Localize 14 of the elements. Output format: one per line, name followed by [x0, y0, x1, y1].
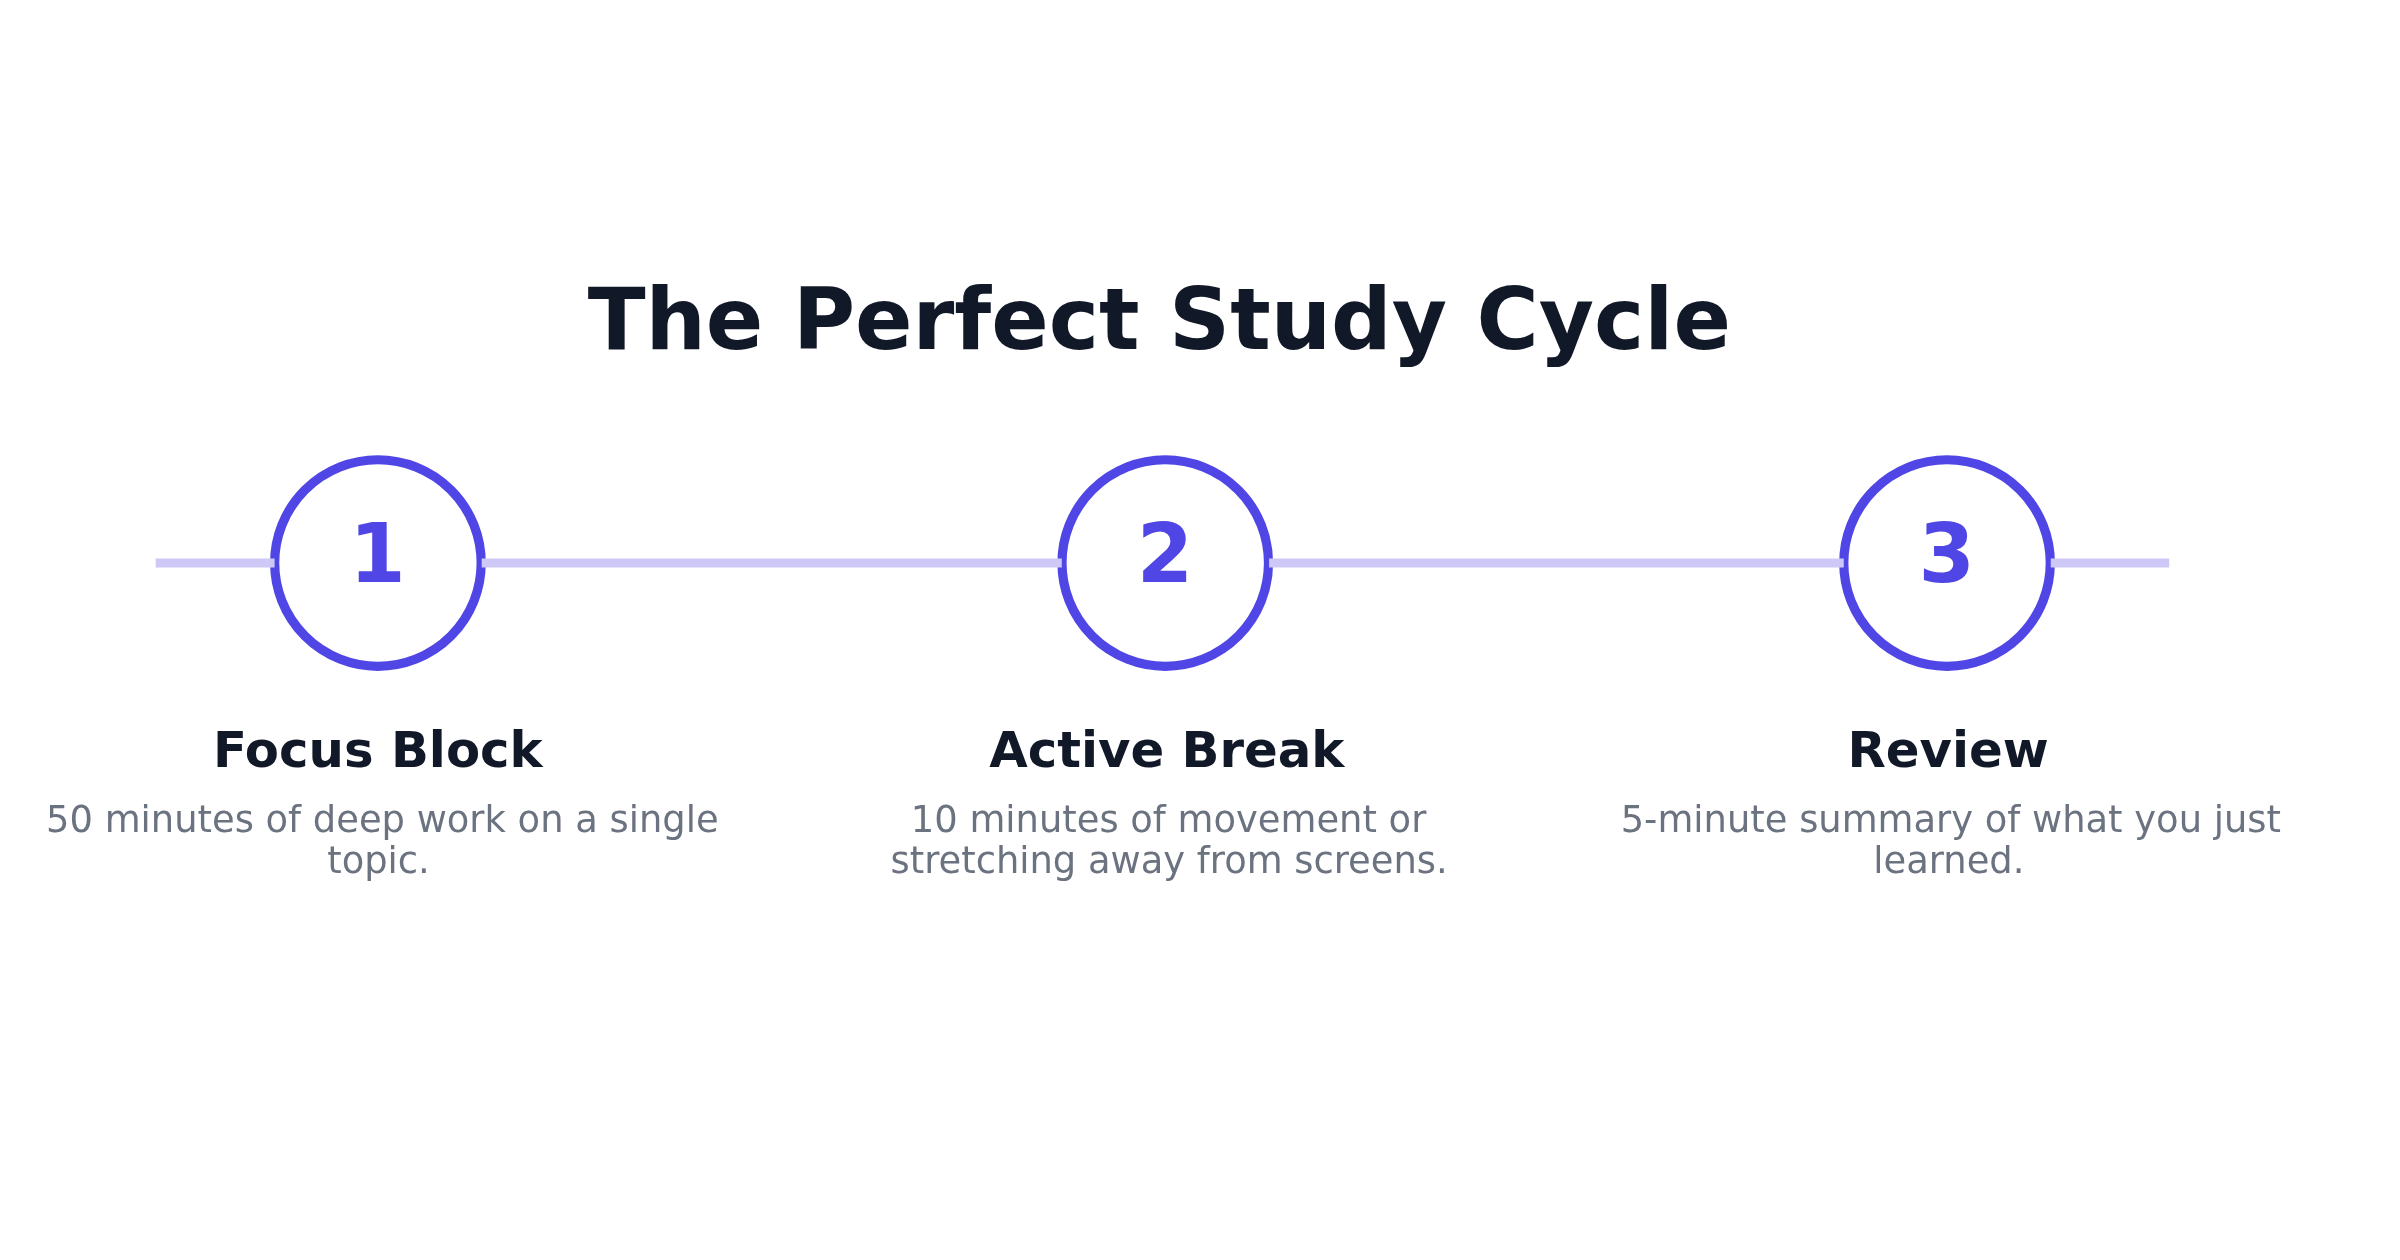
node-circle: 1 [270, 454, 486, 671]
node-label: Review [1847, 720, 2049, 779]
node-label: 5-minute summary of what you just learned. [1620, 797, 2281, 882]
connector [155, 557, 275, 568]
connector [1269, 557, 1844, 568]
node-circle: 3 [1839, 454, 2055, 671]
connector [481, 557, 1062, 568]
node-label: 50 minutes of deep work on a single topic. [46, 797, 719, 882]
node-circle: 2 [1057, 454, 1274, 671]
connector [2050, 557, 2170, 568]
diagram-title: The Perfect Study Cycle [587, 269, 1731, 369]
node-label: Focus Block [212, 720, 543, 779]
node-label: Active Break [989, 720, 1345, 779]
node-label: 10 minutes of movement or stretching away from screens. [890, 797, 1448, 882]
